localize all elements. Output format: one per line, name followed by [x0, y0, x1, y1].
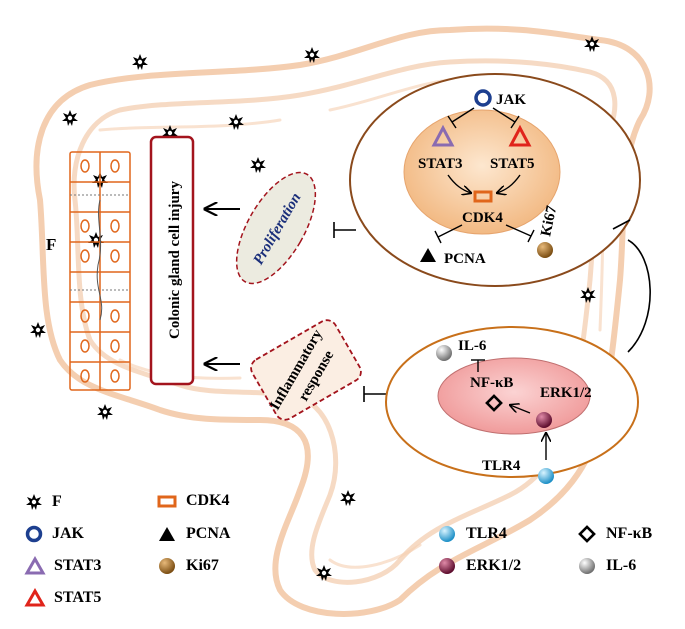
stat3-triangle-icon — [24, 556, 46, 575]
colon-f-label: F — [46, 235, 56, 254]
legend-f-label: F — [52, 493, 62, 510]
legend-pcna: PCNA — [156, 524, 230, 544]
pcna-label: PCNA — [444, 251, 486, 267]
jak-inhibit-lines — [447, 107, 520, 129]
legend-f: F — [24, 492, 62, 512]
legend-stat3: STAT3 — [24, 556, 101, 576]
proliferation-ellipse — [235, 171, 317, 285]
legend-erk: ERK1/2 — [436, 556, 521, 576]
il6-label: IL-6 — [458, 338, 487, 354]
legend-stat3-label: STAT3 — [54, 557, 102, 574]
legend-nfkb: NF-κB — [576, 524, 652, 544]
cdk4-label: CDK4 — [462, 210, 503, 226]
legend-stat5: STAT5 — [24, 588, 101, 608]
ki67-sphere-icon — [159, 558, 175, 574]
nfkb-label: NF-κB — [470, 375, 513, 391]
jak-ring-icon — [25, 525, 43, 543]
stat3-to-cdk4-arrow — [447, 174, 471, 193]
nfkb-inhibit-il6 — [471, 359, 485, 372]
legend-pcna-label: PCNA — [186, 525, 231, 542]
jak-icon — [474, 89, 492, 107]
stat5-label: STAT5 — [490, 156, 534, 172]
legend-tlr4-label: TLR4 — [466, 525, 507, 542]
injury-box — [149, 135, 195, 386]
erk-label: ERK1/2 — [540, 385, 592, 401]
legend-cdk4-label: CDK4 — [186, 492, 230, 509]
stat5-icon — [508, 124, 532, 147]
cdk4-icon — [473, 190, 493, 203]
legend-jak-label: JAK — [52, 525, 84, 542]
cdk4-inhibit-lines — [434, 224, 535, 244]
jak-label: JAK — [496, 92, 526, 108]
ki67-icon — [537, 242, 553, 258]
colonic-gland — [69, 151, 131, 391]
stat3-label: STAT3 — [418, 156, 462, 172]
legend-ki67: Ki67 — [156, 556, 219, 576]
stat3-icon — [431, 124, 455, 147]
nfkb-icon — [485, 394, 503, 412]
injury-box-label: Colonic gland cell injury — [167, 181, 183, 339]
tlr4-icon — [538, 468, 554, 484]
legend-jak: JAK — [24, 524, 84, 544]
legend-tlr4: TLR4 — [436, 524, 507, 544]
tlr4-label: TLR4 — [482, 458, 521, 474]
cdk4-rect-icon — [157, 495, 177, 508]
erk-sphere-icon — [439, 558, 455, 574]
pcna-icon — [420, 248, 436, 262]
legend-nfkb-label: NF-κB — [606, 525, 653, 542]
cell-connector — [627, 239, 651, 353]
inhibit-bottom-to-inflammatory — [363, 386, 388, 402]
inhibit-top-to-proliferation — [333, 222, 356, 238]
connector-inhibit-bar — [612, 219, 631, 230]
il6-sphere-icon — [579, 558, 595, 574]
legend-il6: IL-6 — [576, 556, 636, 576]
legend-ki67-label: Ki67 — [186, 557, 219, 574]
il6-icon — [436, 345, 452, 361]
tlr4-sphere-icon — [439, 526, 455, 542]
legend-stat5-label: STAT5 — [54, 589, 102, 606]
ki67-label: Ki67 — [538, 204, 560, 238]
legend-erk-label: ERK1/2 — [466, 557, 522, 574]
nfkb-nucleus — [437, 357, 591, 435]
f-star-icon — [26, 494, 42, 510]
pcna-triangle-icon — [159, 527, 175, 541]
nfkb-diamond-icon — [578, 525, 596, 543]
inflammatory-box — [250, 319, 362, 421]
top-nucleus — [403, 109, 561, 235]
legend-il6-label: IL-6 — [606, 557, 637, 574]
stat5-triangle-icon — [24, 588, 46, 607]
erk-to-nfkb-arrow — [510, 405, 531, 414]
stat5-to-cdk4-arrow — [497, 174, 521, 193]
erk-icon — [536, 412, 552, 428]
legend-cdk4: CDK4 — [156, 492, 230, 510]
